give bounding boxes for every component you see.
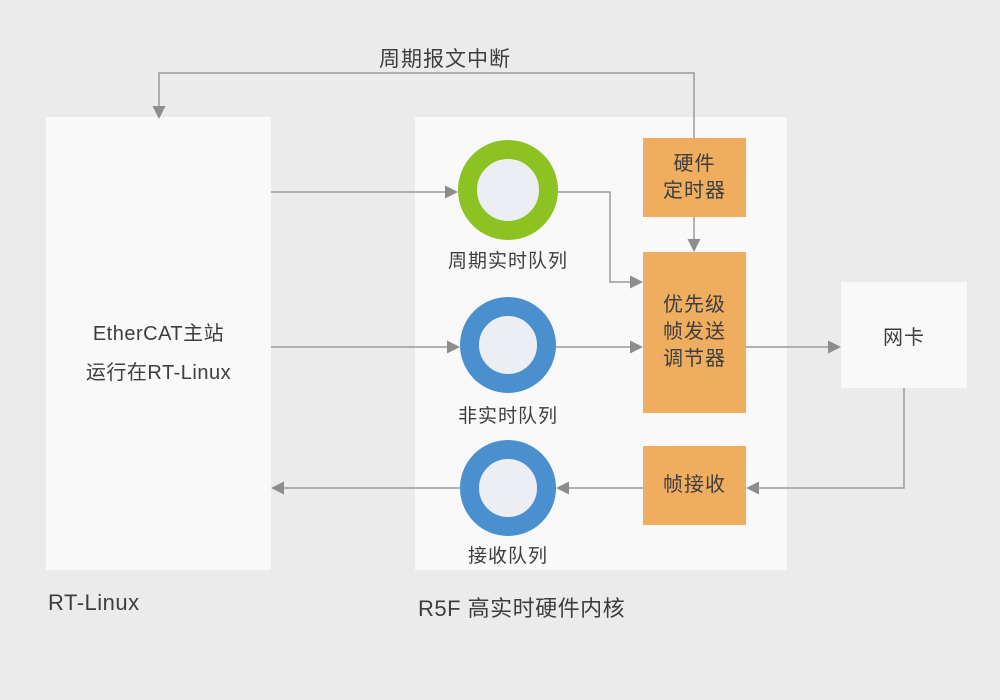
arrow-frame-receive-to-receive-queue — [556, 481, 643, 495]
non-realtime-queue-label: 非实时队列 — [457, 406, 558, 427]
arrow-rtlinux-to-nonrt-queue — [271, 340, 460, 354]
arrow-interrupt-timer-to-rtlinux — [152, 72, 695, 138]
frame-receive-label: 帧接收 — [663, 474, 726, 496]
priority-frame-send-regulator-box: 优先级 帧发送 调节器 — [643, 252, 746, 413]
interrupt-label: 周期报文中断 — [379, 48, 511, 71]
rt-linux-panel — [46, 117, 271, 570]
r5f-kernel-caption: R5F 高实时硬件内核 — [418, 596, 626, 621]
arrow-regulator-to-nic — [746, 340, 841, 354]
receive-queue-ring — [460, 440, 556, 536]
cyclic-realtime-queue-ring — [458, 140, 558, 240]
arrow-rtlinux-to-cyclic-queue — [271, 185, 458, 199]
hardware-timer-label-line1: 硬件 — [673, 152, 716, 175]
ethercat-master-label-line2: 运行在RT-Linux — [85, 362, 232, 384]
frame-receive-box: 帧接收 — [643, 446, 746, 525]
regulator-label-line1: 优先级 — [663, 294, 726, 316]
nic-box: 网卡 — [841, 282, 967, 388]
hardware-timer-label-line2: 定时器 — [663, 179, 726, 202]
ethercat-master-label-line1: EtherCAT主站 — [92, 323, 225, 345]
arrow-nonrt-queue-to-regulator — [556, 340, 643, 354]
regulator-label-line2: 帧发送 — [663, 321, 726, 343]
rt-linux-caption: RT-Linux — [48, 590, 140, 615]
nic-label: 网卡 — [883, 326, 925, 349]
arrow-receive-queue-to-rtlinux — [271, 481, 460, 495]
regulator-label-line3: 调节器 — [663, 348, 726, 370]
receive-queue-label: 接收队列 — [467, 546, 548, 567]
hardware-timer-box: 硬件 定时器 — [643, 138, 746, 217]
arrow-nic-to-frame-receive — [746, 388, 905, 495]
arrow-timer-to-regulator — [687, 217, 701, 252]
cyclic-realtime-queue-label: 周期实时队列 — [447, 251, 568, 272]
arrow-cyclic-queue-to-regulator — [557, 191, 643, 289]
non-realtime-queue-ring — [460, 297, 556, 393]
